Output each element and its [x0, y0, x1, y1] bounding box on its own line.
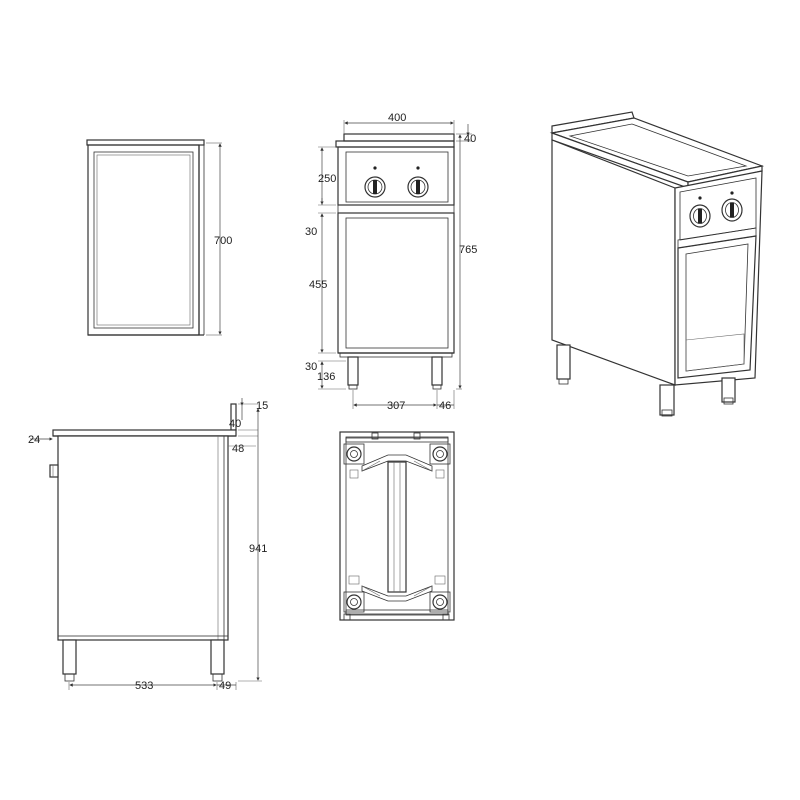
front-total-height-dimension: 765	[456, 134, 477, 390]
dim-941: 941	[249, 543, 267, 555]
front-leg-left	[347, 356, 359, 386]
dim-250: 250	[318, 173, 336, 185]
foot-bottom-right	[429, 591, 451, 613]
knob-left	[364, 166, 386, 198]
foot-top-left	[343, 443, 365, 465]
front-view: 400 40 765 250 30 455	[305, 112, 477, 412]
side-overhang-dimension: 24	[28, 434, 53, 446]
dim-30-upper: 30	[305, 226, 317, 238]
dim-400: 400	[388, 112, 406, 124]
side-total-height-dimension: 941	[238, 408, 267, 682]
dim-700: 700	[214, 235, 232, 247]
side-view: 15 40 48 24 941 533 49	[28, 398, 268, 692]
dim-46-front: 46	[439, 400, 451, 412]
front-left-dimensions: 250 30 455 30 136	[305, 146, 346, 390]
dim-40-side: 40	[229, 418, 241, 430]
side-leg-left	[62, 639, 77, 675]
dim-30-lower: 30	[305, 361, 317, 373]
knob-right	[407, 166, 429, 198]
side-bottom-dimensions: 533 49	[68, 680, 237, 692]
side-leg-right	[210, 639, 225, 675]
dim-136: 136	[317, 371, 335, 383]
front-leg-right	[431, 356, 443, 386]
top-view: 700	[86, 139, 232, 336]
dim-533: 533	[135, 680, 153, 692]
perspective-leg-back-left	[556, 344, 571, 380]
foot-top-right	[429, 443, 451, 465]
front-width-dimension: 400	[343, 112, 455, 134]
dim-49: 49	[219, 680, 231, 692]
bottom-view	[339, 431, 455, 621]
dim-455: 455	[309, 279, 327, 291]
perspective-leg-front-left	[659, 384, 675, 416]
dim-307: 307	[387, 400, 405, 412]
foot-bottom-left	[343, 591, 365, 613]
front-bottom-dimensions: 307 46	[352, 390, 455, 412]
perspective-leg-front-right	[721, 377, 736, 403]
front-backsplash-dimension: 40	[456, 124, 476, 145]
perspective-knob-left	[689, 196, 711, 228]
perspective-view	[549, 111, 765, 417]
perspective-knob-right	[721, 191, 743, 222]
dim-48: 48	[232, 443, 244, 455]
top-view-depth-dimension: 700	[206, 142, 232, 336]
dim-24: 24	[28, 434, 40, 446]
dim-40-front: 40	[464, 133, 476, 145]
dim-765: 765	[459, 244, 477, 256]
